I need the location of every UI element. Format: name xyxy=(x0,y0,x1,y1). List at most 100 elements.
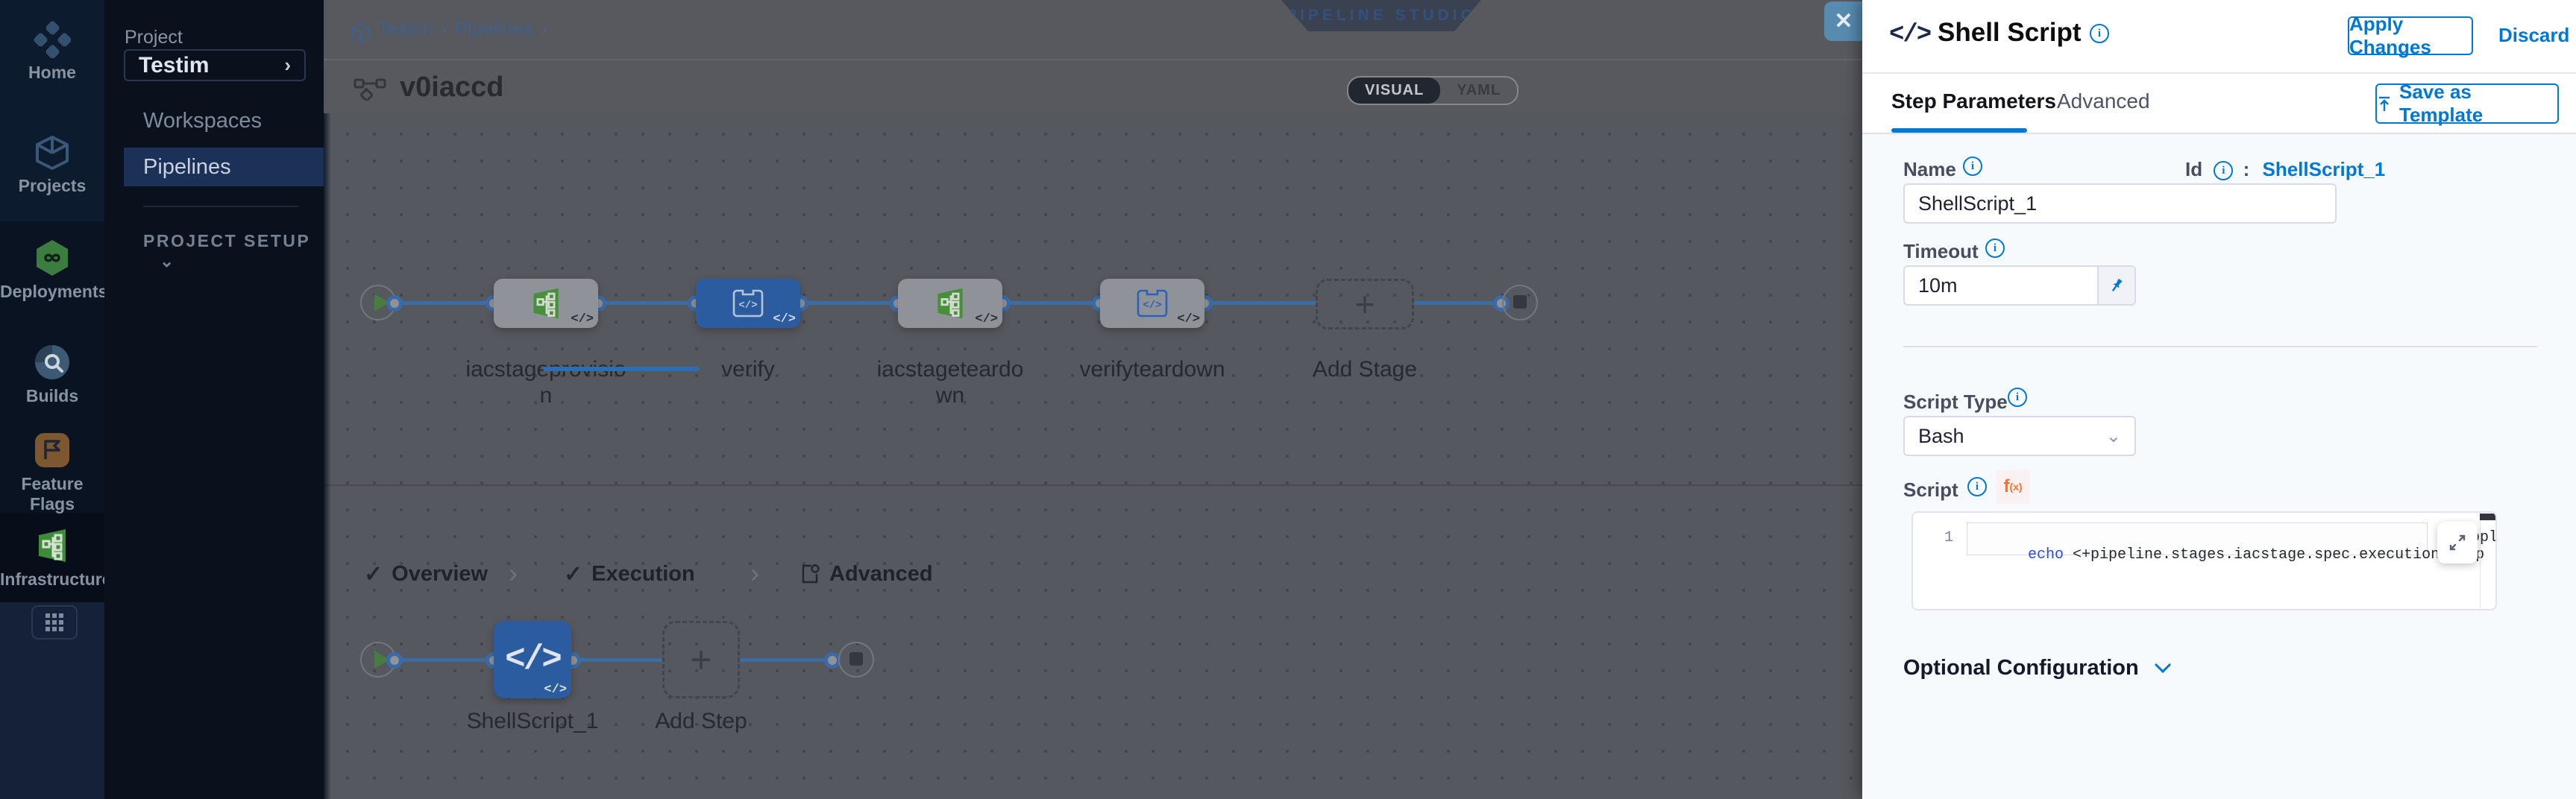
project-setup-toggle[interactable]: PROJECT SETUP ⌄ xyxy=(143,231,324,271)
add-stage-label: Add Stage xyxy=(1312,357,1418,382)
svg-text:</>: </> xyxy=(738,300,757,312)
stage-type-badge: </> xyxy=(571,312,594,326)
expand-editor-button[interactable] xyxy=(2437,522,2478,563)
add-stage-button[interactable]: + xyxy=(1316,279,1414,329)
info-icon[interactable]: i xyxy=(2008,388,2027,407)
stage-node-iacstageteardown[interactable]: </> xyxy=(898,279,1002,328)
sidebar-divider xyxy=(143,206,298,207)
sidebar-item-builds[interactable]: Builds xyxy=(0,343,104,406)
drawer-active-tab-underline xyxy=(1891,128,2027,133)
close-icon: ✕ xyxy=(1834,9,1853,34)
connector xyxy=(740,658,832,662)
stop-icon xyxy=(849,652,863,666)
info-icon[interactable]: i xyxy=(1967,477,1987,496)
name-input[interactable]: ShellScript_1 xyxy=(1903,183,2337,224)
pipelines-label: Pipelines xyxy=(143,154,231,179)
info-icon[interactable]: i xyxy=(1985,239,2005,258)
check-icon: ✓ xyxy=(564,561,583,587)
stage-label: iacstageprovision xyxy=(465,357,626,408)
discard-button[interactable]: Discard xyxy=(2498,24,2570,46)
stage-node-verifyteardown[interactable]: </> </> xyxy=(1100,279,1204,328)
chevron-right-icon: › xyxy=(750,558,759,588)
editor-scrollbar-thumb[interactable] xyxy=(2480,514,2495,520)
stage-type-badge: </> xyxy=(773,312,796,326)
plus-icon: + xyxy=(1354,285,1375,323)
connector xyxy=(598,301,698,305)
optional-configuration-toggle[interactable]: Optional Configuration xyxy=(1903,656,2172,680)
pipeline-canvas-area: Testim › Pipelines › v0iaccd xyxy=(324,0,1862,799)
drawer-header-divider xyxy=(1862,72,2576,74)
script-type-select[interactable]: Bash ⌄ xyxy=(1903,416,2136,456)
script-code-editor[interactable]: 1 echo <+pipeline.stages.iacstage.spec.e… xyxy=(1911,511,2497,610)
sidebar-item-pipelines[interactable]: Pipelines xyxy=(124,148,324,186)
toggle-yaml[interactable]: YAML xyxy=(1457,82,1501,98)
infinity-hexagon-icon xyxy=(0,239,104,277)
sidebar-item-deployments[interactable]: Deployments xyxy=(0,239,107,302)
chevron-down-icon xyxy=(2154,663,2172,675)
apps-grid-button[interactable] xyxy=(31,605,78,639)
expression-fx-button[interactable]: f(x) xyxy=(1996,470,2030,504)
tab-execution-label: Execution xyxy=(591,561,695,586)
stage-canvas[interactable]: </> </> </> </> xyxy=(324,113,1862,799)
sidebar-item-projects[interactable]: Projects xyxy=(0,134,104,196)
breadcrumb-separator: › xyxy=(541,17,547,40)
breadcrumb-link-testim[interactable]: Testim xyxy=(377,17,434,40)
stage-label: verify xyxy=(721,357,775,382)
sidebar-item-label: Projects xyxy=(18,176,87,195)
connector xyxy=(396,301,496,305)
project-name: Testim xyxy=(139,52,210,78)
tab-execution[interactable]: ✓ Execution xyxy=(564,559,695,589)
breadcrumb-link-pipelines[interactable]: Pipelines xyxy=(454,17,534,40)
code-text: <+pipeline.stages.iacstage.spec.executio… xyxy=(2064,546,2485,563)
tab-step-parameters[interactable]: Step Parameters xyxy=(1891,89,2057,113)
stage-type-badge: </> xyxy=(1177,312,1200,326)
drawer-title: Shell Script xyxy=(1938,18,2082,47)
info-icon[interactable]: i xyxy=(2090,24,2109,43)
close-drawer-button[interactable]: ✕ xyxy=(1824,1,1863,41)
drawer-tabs-divider xyxy=(1862,133,2576,134)
stage-node-iacstageprovision[interactable]: </> xyxy=(494,279,598,328)
sidebar-item-infrastructures[interactable]: Infrastructures xyxy=(0,526,121,590)
visual-yaml-toggle: VISUAL YAML xyxy=(1347,76,1519,105)
expand-icon xyxy=(2448,533,2467,552)
sidebar-item-feature-flags[interactable]: Feature Flags xyxy=(0,431,104,514)
shell-script-icon: </> xyxy=(505,640,562,679)
save-template-label: Save as Template xyxy=(2399,80,2484,126)
tab-advanced[interactable]: Advanced xyxy=(801,559,933,589)
timeout-label: Timeout xyxy=(1903,240,1979,262)
project-selector[interactable]: Testim › xyxy=(124,49,306,81)
sidebar-item-home[interactable]: Home xyxy=(0,21,104,83)
advanced-tab-icon xyxy=(801,563,820,584)
execution-end-node xyxy=(838,642,874,678)
editor-line-number: 1 xyxy=(1944,529,1954,546)
sidebar-item-workspaces[interactable]: Workspaces xyxy=(143,109,262,133)
step-label: ShellScript_1 xyxy=(466,709,599,733)
add-step-button[interactable]: + xyxy=(662,621,740,698)
apply-changes-button[interactable]: Apply Changes xyxy=(2348,13,2473,58)
timeout-pin-button[interactable] xyxy=(2099,265,2136,306)
id-value-link[interactable]: ShellScript_1 xyxy=(2262,158,2386,180)
play-icon xyxy=(374,651,389,669)
save-as-template-button[interactable]: Save as Template xyxy=(2375,80,2559,126)
info-icon[interactable]: i xyxy=(1963,157,1982,176)
project-setup-label: PROJECT SETUP xyxy=(143,231,310,250)
project-sidebar: Project Testim › Workspaces Pipelines PR… xyxy=(104,0,324,799)
tab-overview[interactable]: ✓ Overview xyxy=(364,559,488,589)
stage-type-badge: </> xyxy=(975,312,998,326)
edit-pencil-icon[interactable] xyxy=(509,77,531,99)
stage-node-verify[interactable]: </> </> xyxy=(696,279,800,328)
toggle-visual[interactable]: VISUAL xyxy=(1348,78,1441,104)
step-node-shellscript[interactable]: </> </> xyxy=(494,621,571,698)
sidebar-item-label: Home xyxy=(28,63,76,82)
chevron-down-icon: ⌄ xyxy=(160,251,175,271)
timeout-input[interactable]: 10m xyxy=(1903,265,2099,306)
flag-icon xyxy=(0,431,104,470)
plus-icon: + xyxy=(690,639,712,680)
title-bar: v0iaccd xyxy=(324,60,1862,113)
connector xyxy=(1414,301,1502,305)
info-icon[interactable]: i xyxy=(2214,161,2234,181)
tab-advanced[interactable]: Advanced xyxy=(2057,89,2150,113)
connector xyxy=(1204,301,1316,305)
